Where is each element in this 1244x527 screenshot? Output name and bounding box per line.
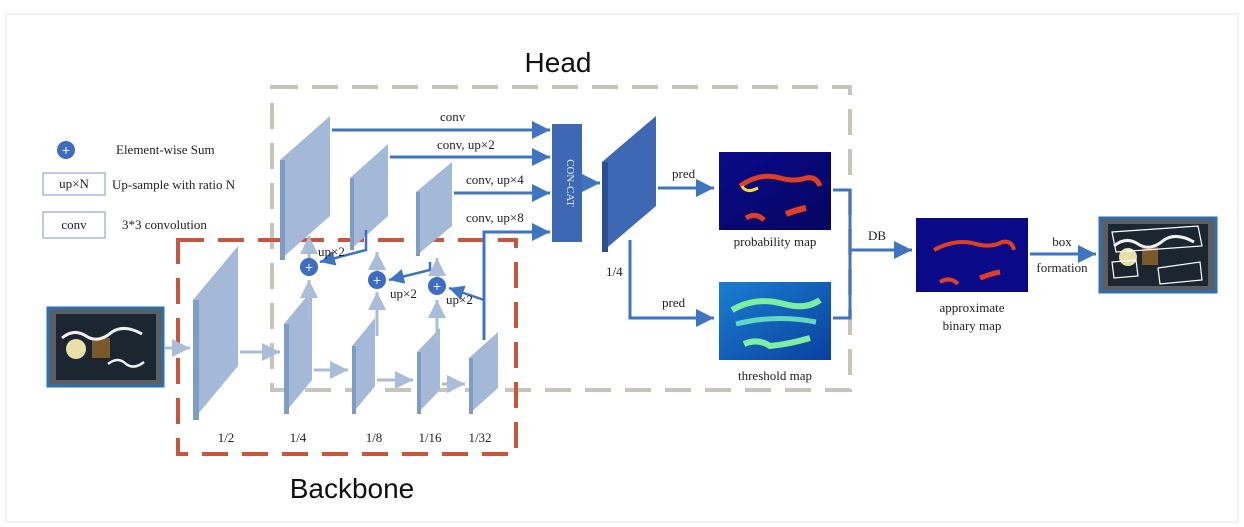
branch-label: conv, up×4	[466, 172, 524, 187]
legend-conv-label: 3*3 convolution	[122, 217, 207, 232]
scale-label: 1/32	[468, 430, 491, 445]
branch-label: conv	[440, 109, 466, 124]
scale-label: 1/16	[418, 430, 442, 445]
scale-label: 1/4	[290, 430, 307, 445]
scale-label: 1/2	[218, 430, 235, 445]
sum-nodes: + + +	[300, 258, 446, 295]
backbone-blocks	[193, 246, 498, 420]
legend-upsample-label: Up-sample with ratio N	[112, 177, 236, 192]
legend: + Element-wise Sum up×N Up-sample with r…	[43, 141, 236, 238]
pyramid-block-p3	[350, 144, 388, 250]
legend-sum-label: Element-wise Sum	[116, 142, 215, 157]
probability-map-image	[719, 152, 831, 230]
backbone-title: Backbone	[290, 473, 415, 504]
scale-label: 1/8	[366, 430, 383, 445]
approx-map-label-2: binary map	[943, 318, 1002, 333]
pred-label-top: pred	[672, 166, 696, 181]
threshold-map-image	[719, 282, 831, 360]
plus-icon: +	[432, 280, 441, 293]
input-image	[48, 308, 163, 386]
up-label: up×2	[318, 244, 345, 259]
probability-map-label: probability map	[734, 234, 817, 249]
legend-conv-box-text: conv	[61, 217, 87, 232]
plus-icon: +	[304, 261, 313, 274]
db-label: DB	[868, 228, 886, 243]
up-label: up×2	[446, 292, 473, 307]
plus-icon: +	[372, 274, 381, 287]
backbone-block-1-2	[193, 246, 238, 420]
backbone-block-1-32	[469, 332, 498, 414]
branch-label: conv, up×8	[466, 210, 524, 225]
up-label: up×2	[390, 286, 417, 301]
output-image	[1100, 218, 1216, 292]
approx-map-label-1: approximate	[940, 300, 1005, 315]
threshold-map-label: threshold map	[738, 368, 812, 383]
box-label-1: box	[1052, 234, 1072, 249]
branch-label: conv, up×2	[437, 137, 495, 152]
scale-labels: 1/2 1/4 1/8 1/16 1/32	[218, 430, 492, 445]
approx-binary-map-image	[916, 218, 1028, 292]
db-arrows	[833, 190, 912, 318]
legend-upsample-box-text: up×N	[59, 176, 89, 191]
pred-label-bottom: pred	[662, 295, 686, 310]
box-label-2: formation	[1036, 260, 1088, 275]
fused-scale-label: 1/4	[606, 264, 623, 279]
plus-icon: +	[61, 144, 70, 157]
fused-feature-block	[602, 116, 656, 252]
backbone-block-1-8	[352, 318, 375, 414]
head-title: Head	[525, 47, 592, 78]
concat-label: CON-CAT	[564, 159, 576, 207]
